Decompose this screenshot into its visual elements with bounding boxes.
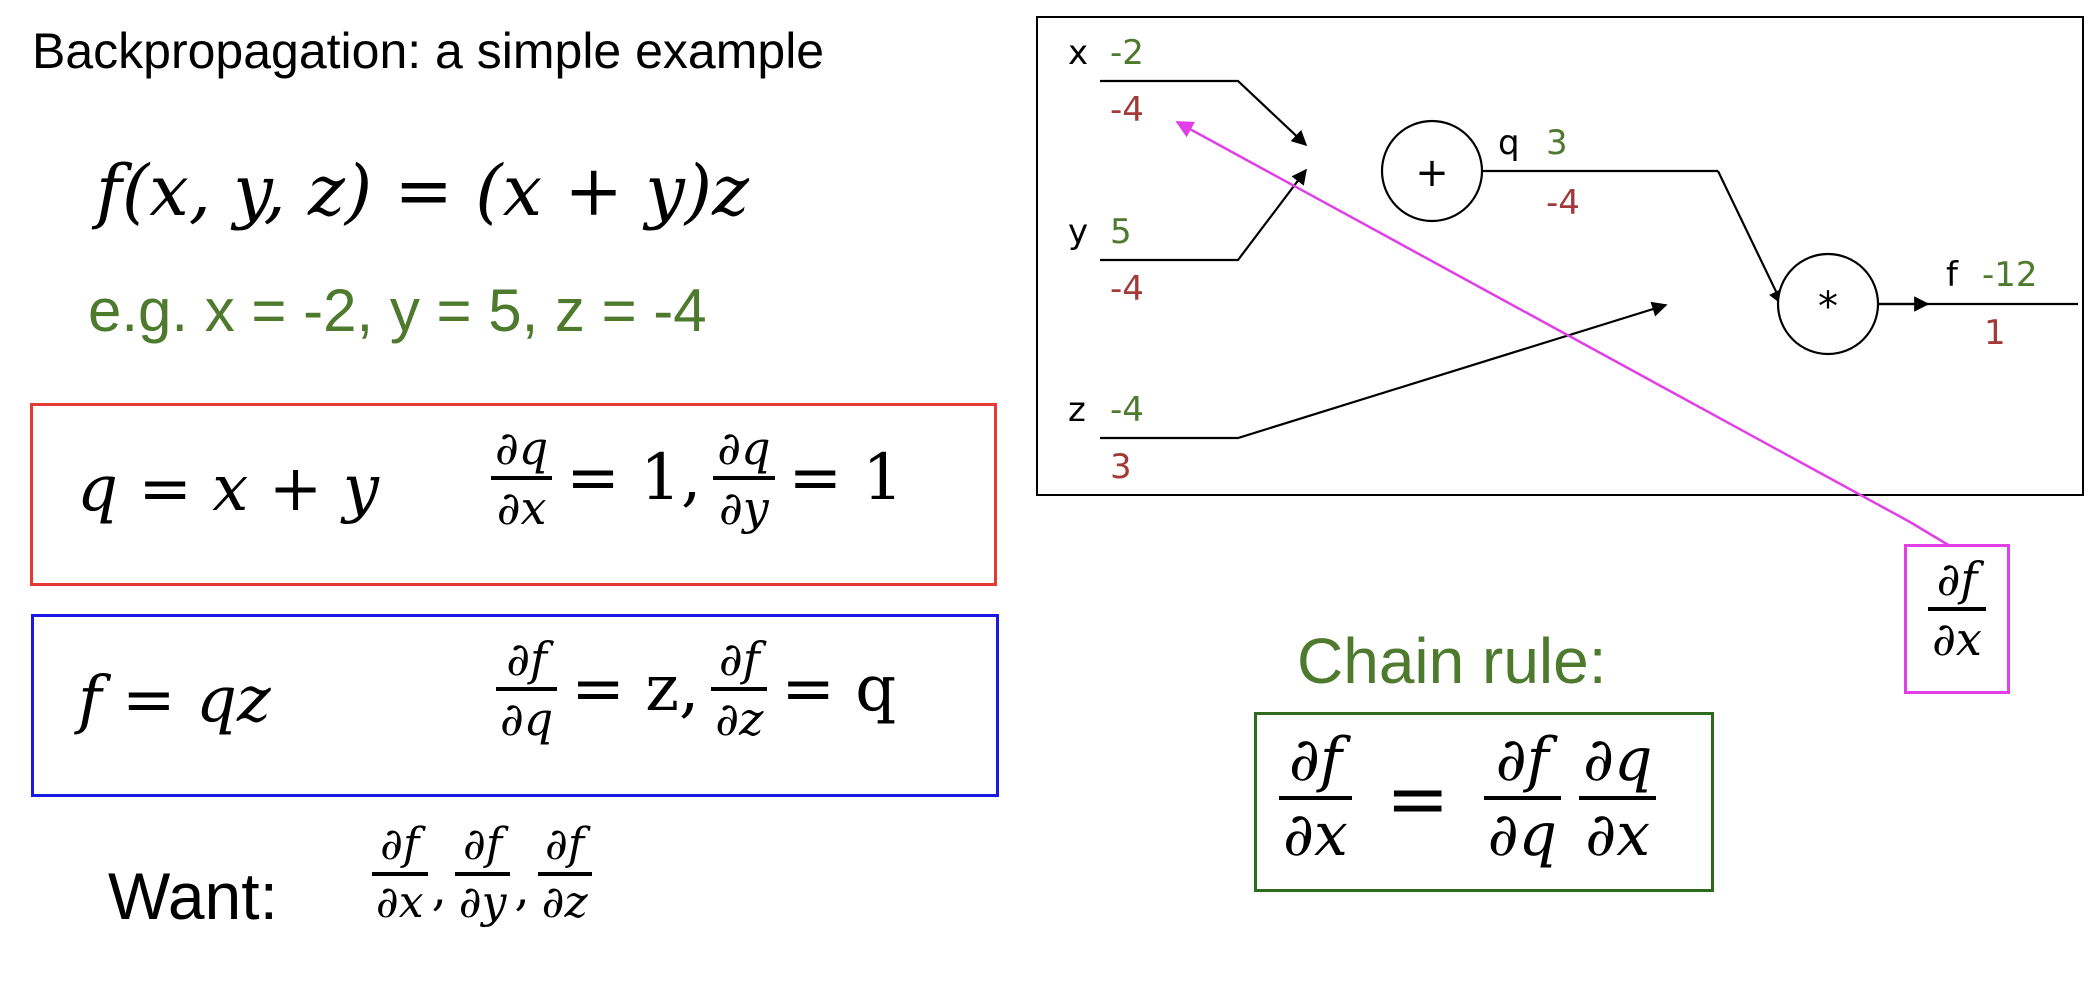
wire-y [1100, 168, 1307, 262]
wire-x [1100, 79, 1308, 147]
f-grad: 1 [1984, 313, 2006, 353]
slide-title: Backpropagation: a simple example [32, 23, 825, 79]
q-name: q [1498, 123, 1520, 163]
q-equation: q = x + y [77, 452, 379, 526]
dq-dy-value: = 1 [788, 441, 904, 516]
input-z-value: -4 [1110, 390, 1144, 430]
add-node-op: + [1415, 150, 1449, 196]
graph-canvas: + * x -2 -4 y 5 -4 z -4 3 q 3 -4 f -12 1 [1068, 33, 2078, 487]
input-y-value: 5 [1110, 212, 1132, 252]
main-function-formula: f(x, y, z) = (x + y)z [96, 150, 749, 232]
q-partials: ∂q ∂x = 1, ∂q ∂y = 1 [487, 424, 903, 533]
chain-rule-title: Chain rule: [1297, 625, 1607, 697]
multiply-node-op: * [1818, 284, 1838, 330]
example-values: e.g. x = -2, y = 5, z = -4 [88, 277, 707, 344]
wire-z [1100, 301, 1668, 440]
df-dz-fraction: ∂f ∂z [711, 635, 768, 744]
gradient-arrow [1175, 120, 1951, 548]
df-dx-label-box: ∂f∂x [1904, 544, 2010, 694]
df-dy-fraction: ∂f∂y [454, 821, 511, 926]
want-label: Want: [108, 859, 278, 933]
wire-q-to-mult [1717, 170, 1783, 306]
want-partials: ∂f∂x , ∂f∂y , ∂f∂z [368, 821, 596, 926]
q-definition-box: q = x + y ∂q ∂x = 1, ∂q ∂y = 1 [30, 403, 997, 586]
f-name: f [1946, 255, 1959, 295]
q-value: 3 [1546, 123, 1568, 163]
f-value: -12 [1982, 255, 2038, 295]
input-y-name: y [1068, 212, 1088, 252]
df-dx-fraction: ∂f∂x [372, 821, 428, 926]
input-z-grad: 3 [1110, 447, 1132, 487]
df-dz-fraction: ∂f∂z [537, 821, 592, 926]
dq-dx-fraction: ∂q ∂x [491, 424, 553, 533]
input-x-name: x [1068, 33, 1088, 73]
f-equation: f = qz [78, 663, 271, 737]
chain-rule-box: ∂f∂x = ∂f∂q ∂q∂x [1254, 712, 1714, 892]
chain-equals: = [1385, 753, 1450, 843]
input-x-grad: -4 [1110, 90, 1144, 130]
chain-df-dq: ∂f∂q [1483, 729, 1561, 867]
computational-graph: + * x -2 -4 y 5 -4 z -4 3 q 3 -4 f -12 1 [1036, 16, 2084, 496]
multiply-node [1776, 252, 1880, 356]
add-node [1380, 119, 1484, 223]
input-x-value: -2 [1110, 33, 1144, 73]
chain-dq-dx: ∂q∂x [1579, 729, 1657, 867]
input-z-name: z [1068, 390, 1086, 430]
df-dq-value: = z, [571, 652, 700, 727]
f-definition-box: f = qz ∂f ∂q = z, ∂f ∂z = q [31, 614, 999, 797]
input-y-grad: -4 [1110, 269, 1144, 309]
df-dx-label-fraction: ∂f∂x [1928, 555, 1986, 664]
df-dz-value: = q [781, 652, 897, 727]
dq-dx-value: = 1, [566, 441, 702, 516]
f-partials: ∂f ∂q = z, ∂f ∂z = q [492, 635, 896, 744]
chain-df-dx: ∂f∂x [1279, 729, 1352, 867]
chain-rule-equation: ∂f∂x = ∂f∂q ∂q∂x [1275, 729, 1660, 867]
q-grad: -4 [1546, 183, 1580, 223]
df-dq-fraction: ∂f ∂q [496, 635, 558, 744]
dq-dy-fraction: ∂q ∂y [713, 424, 775, 533]
